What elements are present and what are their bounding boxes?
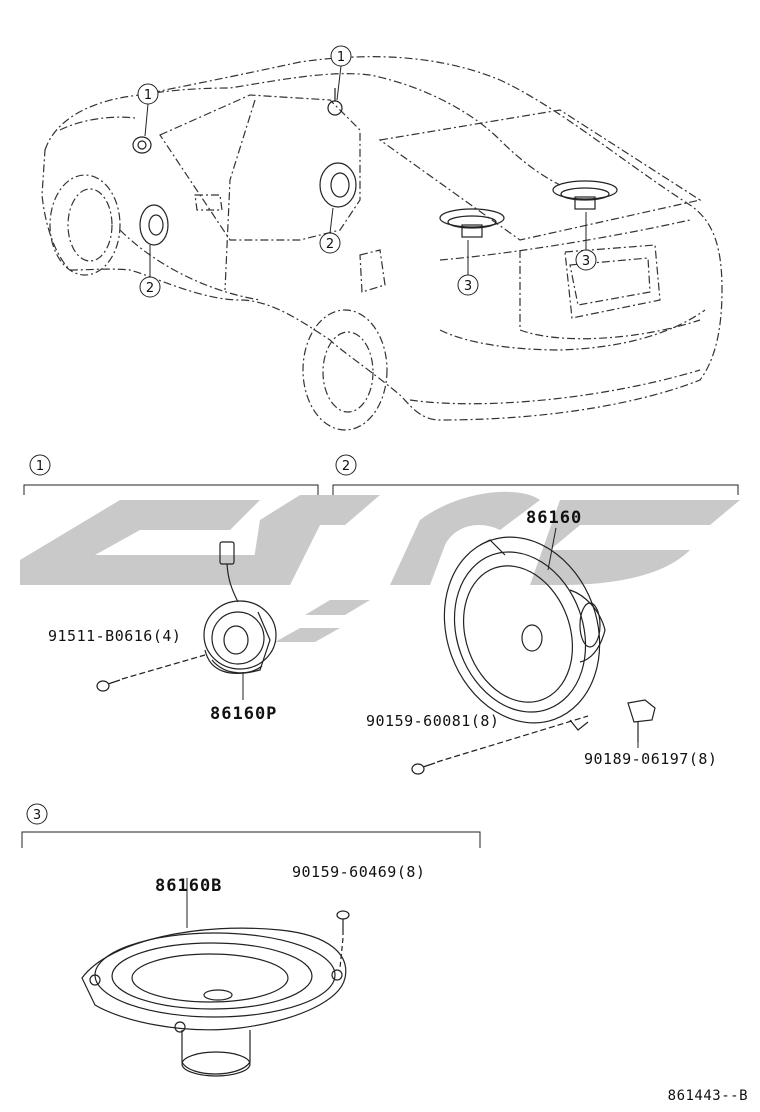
section-callout-2: 2 bbox=[342, 459, 350, 474]
screw-91511 bbox=[96, 654, 206, 692]
diagram-code: 861443--B bbox=[667, 1088, 748, 1104]
screw-90159-60081 bbox=[411, 715, 589, 775]
section-callout-1: 1 bbox=[36, 459, 44, 474]
callout-1-roof-front: 1 bbox=[144, 88, 152, 103]
part-number-90159-60081: 90159-60081(8) bbox=[366, 712, 500, 730]
oval-speaker-drawing bbox=[81, 927, 347, 1077]
section-callouts bbox=[26, 454, 357, 825]
callout-2-front-door: 2 bbox=[146, 281, 154, 296]
section-callout-3: 3 bbox=[33, 808, 41, 823]
callout-2-rear-door: 2 bbox=[326, 237, 334, 252]
watermark bbox=[20, 491, 740, 642]
part-number-91511-B0616: 91511-B0616(4) bbox=[48, 627, 182, 645]
door-speaker-drawing bbox=[443, 536, 606, 731]
car-callout-leaders bbox=[144, 65, 587, 277]
car-callout-numbers: 1 1 2 2 3 3 bbox=[144, 50, 590, 296]
callout-3-left-shelf: 3 bbox=[464, 279, 472, 294]
part-number-90189-06197: 90189-06197(8) bbox=[584, 750, 718, 768]
part-number-86160P: 86160P bbox=[210, 704, 278, 724]
section-brackets bbox=[21, 484, 739, 848]
screw-90159-60469 bbox=[336, 910, 350, 969]
tweeter-drawing bbox=[203, 541, 277, 674]
callout-3-right-shelf: 3 bbox=[582, 254, 590, 269]
part-number-90159-60469: 90159-60469(8) bbox=[292, 863, 426, 881]
car-outline bbox=[41, 56, 723, 431]
part-number-86160B: 86160B bbox=[155, 876, 223, 896]
clip-90189 bbox=[627, 699, 656, 742]
car-speakers bbox=[132, 88, 618, 246]
part-number-86160: 86160 bbox=[526, 508, 583, 528]
label-leaders bbox=[186, 527, 639, 928]
car-callout-circles bbox=[137, 45, 597, 298]
callout-1-roof-rear: 1 bbox=[337, 50, 345, 65]
